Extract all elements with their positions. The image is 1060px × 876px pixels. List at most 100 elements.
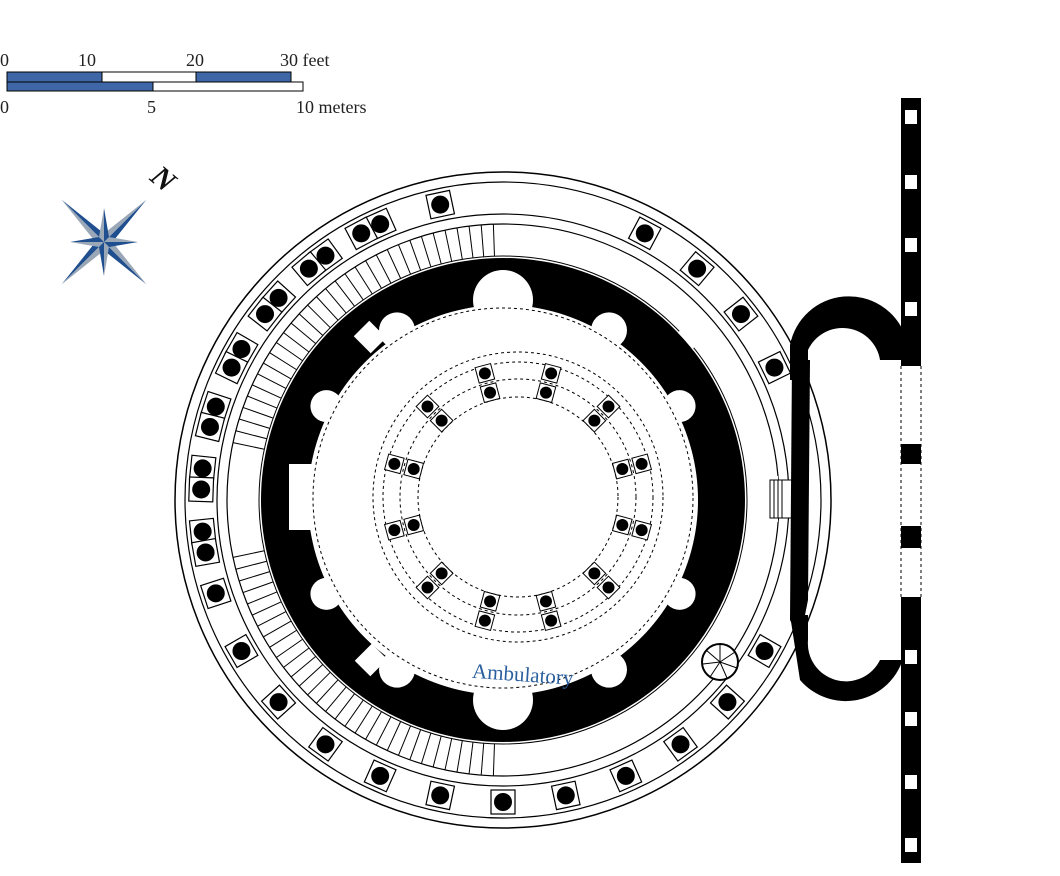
column-pier <box>190 537 221 568</box>
east-annex <box>701 296 905 702</box>
stair-tread <box>386 721 402 751</box>
stair-tread <box>456 740 463 773</box>
column-pier <box>194 411 226 443</box>
stair-tread <box>444 230 453 262</box>
stair-tread <box>242 581 274 594</box>
column-pier <box>709 684 746 720</box>
stair-tread <box>365 711 382 740</box>
column-pier <box>609 759 643 793</box>
inner-column <box>582 561 607 586</box>
west-opening <box>289 464 323 530</box>
stair-tread <box>325 288 347 314</box>
stair-tread <box>409 729 422 760</box>
inner-column <box>415 394 440 419</box>
stair-tread <box>456 227 463 260</box>
stair-tread <box>247 591 278 605</box>
feet-tick-20: 20 <box>186 50 204 70</box>
wall-window <box>905 238 917 252</box>
inner-column <box>535 590 557 612</box>
inner-column <box>596 575 621 600</box>
ambulatory-lines <box>312 307 694 689</box>
feet-tick-30: 30 feet <box>280 50 329 70</box>
inner-column <box>596 394 621 419</box>
column-pier <box>363 759 397 793</box>
stair-tread <box>239 418 270 429</box>
stair-tread <box>232 550 265 558</box>
inner-column <box>415 575 440 600</box>
stair-tread <box>269 352 297 371</box>
stair-tread <box>283 332 310 353</box>
east-boundary-wall <box>900 98 922 863</box>
inner-column <box>474 610 496 632</box>
north-label: N <box>143 159 183 200</box>
inner-column <box>631 453 653 475</box>
meter-tick-0: 0 <box>0 97 9 117</box>
feet-bar-segment <box>195 71 292 83</box>
stair-tread <box>492 224 495 257</box>
stair-tread <box>232 442 265 450</box>
stair-tread <box>251 601 282 616</box>
stair-tread <box>432 232 442 265</box>
column-pier <box>679 250 715 287</box>
stair-tread <box>480 224 485 257</box>
inner-column <box>540 610 562 632</box>
column-pier <box>747 633 782 669</box>
column-pier <box>260 684 297 720</box>
stair-tread <box>316 679 339 704</box>
outer-colonnade-ring <box>174 171 832 829</box>
meter-bar-segment <box>6 81 154 92</box>
stair-tread <box>307 671 331 696</box>
stair-tread <box>307 304 331 329</box>
meter-tick-5: 5 <box>147 97 156 117</box>
outer-columns <box>188 189 792 815</box>
meter-bar-segment <box>152 81 304 92</box>
inner-column <box>540 362 562 384</box>
stair-tread <box>397 725 412 756</box>
stair-tread <box>263 362 292 380</box>
wall-window <box>905 110 917 124</box>
stair-tread <box>316 296 339 321</box>
column-pier <box>662 726 699 762</box>
column-pier <box>224 633 259 669</box>
inner-column <box>383 519 405 541</box>
stair-tread <box>420 732 432 764</box>
feet-bar-segment <box>6 71 103 83</box>
wall-window <box>905 302 917 316</box>
stair-tread <box>492 743 495 776</box>
inner-columns <box>383 362 653 632</box>
stair-tread <box>290 656 317 678</box>
stair-tread <box>444 738 453 770</box>
stair-tread <box>468 226 474 258</box>
inner-column <box>429 561 454 586</box>
stair-tread <box>242 406 274 419</box>
stair-tread <box>480 743 485 776</box>
stair-tread <box>409 240 422 271</box>
stair-tread <box>276 342 303 362</box>
column-pier <box>723 296 759 332</box>
inner-column <box>429 408 454 433</box>
stair-tread <box>365 260 382 289</box>
nw-opening <box>353 320 387 354</box>
inner-column <box>631 519 653 541</box>
wall-window <box>905 650 917 664</box>
meter-tick-10: 10 meters <box>296 97 366 117</box>
column-pier <box>199 577 232 610</box>
column-pier <box>490 789 516 815</box>
inner-column <box>611 458 633 480</box>
stair-tread <box>283 647 310 668</box>
stair-tread <box>269 629 297 648</box>
stair-ramps <box>232 224 748 776</box>
stair-tread <box>334 693 355 720</box>
column-pier <box>188 476 215 503</box>
column-pier <box>291 250 327 287</box>
stair-tread <box>420 236 432 268</box>
wall-window <box>905 175 917 189</box>
inner-column <box>383 453 405 475</box>
column-pier <box>425 780 456 811</box>
stair-tread <box>235 560 267 570</box>
feet-tick-10: 10 <box>78 50 96 70</box>
stair-tread <box>354 705 373 734</box>
stair-tread <box>276 638 303 658</box>
stair-tread <box>251 384 282 399</box>
inner-column <box>479 590 501 612</box>
